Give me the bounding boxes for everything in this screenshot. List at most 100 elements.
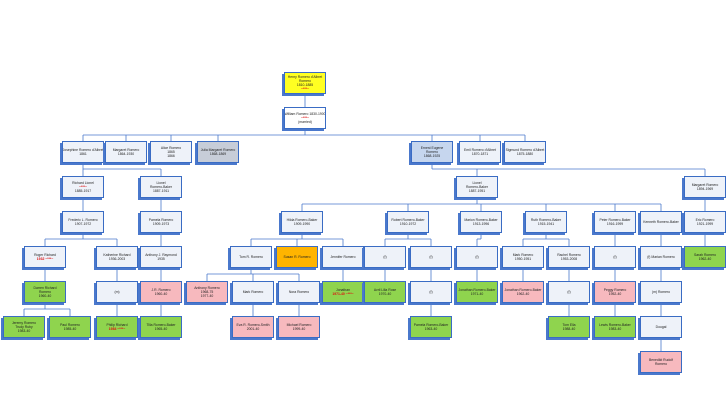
person-node-text: Frederic L. Romero xyxy=(68,217,98,222)
person-node-text: 1865 xyxy=(167,149,175,154)
person-node-text: (m) Romero xyxy=(651,289,671,294)
person-node[interactable]: William Romero 1830-1900~***~(married) xyxy=(284,107,326,129)
person-node[interactable]: Kenneth Romero-Baker xyxy=(640,211,682,233)
person-node-text: Philip Richard xyxy=(106,322,128,327)
person-node-text: Henry Romero d'Albret xyxy=(287,74,323,79)
person-node[interactable]: Susan R. Romero xyxy=(276,246,318,268)
person-node-text: Pamela Romero-Baker xyxy=(413,322,449,327)
person-node-text: 1936-2003 xyxy=(108,257,126,261)
person-node-text: Marion Romero-Baker xyxy=(464,217,498,222)
person-node[interactable]: (f) xyxy=(594,246,636,268)
person-node-text: Julia Margaret Romero xyxy=(200,147,236,152)
person-node-text: Tom Ella xyxy=(562,322,576,327)
person-node-text: 1983-40 xyxy=(17,329,31,334)
person-node-text: Roger Richard xyxy=(34,252,56,257)
person-node-text: Jonathan xyxy=(336,287,350,292)
person-node-text: 1963-40 xyxy=(424,327,438,331)
person-node[interactable]: Mark Romero xyxy=(232,281,274,303)
person-node-text: Peggy Romero xyxy=(603,287,627,292)
person-node-text: 1868-1869 xyxy=(209,152,227,156)
person-node-text: 1921-1999 xyxy=(696,222,714,226)
person-node[interactable]: (f) xyxy=(410,281,452,303)
person-node-text: 1999-40 xyxy=(292,327,306,331)
person-node-text: 1935 xyxy=(157,257,165,261)
person-node-text: 1810-1885 xyxy=(296,83,314,87)
person-node-text: 1977-40 xyxy=(200,294,214,299)
person-node-text: (f) xyxy=(429,254,433,259)
person-node-text: Margaret Romero xyxy=(112,147,140,152)
person-node-text: ~***~ xyxy=(301,115,309,120)
person-node-text: Emil Romero d'Albret xyxy=(464,147,496,152)
person-node[interactable]: Tom R. Romero xyxy=(230,246,272,268)
person-node-text: 1932 ~***~ xyxy=(36,257,54,261)
person-node-text: (f) xyxy=(567,289,571,294)
person-node[interactable]: (f) xyxy=(548,281,590,303)
person-node[interactable]: (m) Romero xyxy=(640,281,682,303)
person-node-text: Pamela Romero xyxy=(148,217,174,222)
person-node[interactable]: Nora Romero xyxy=(278,281,320,303)
person-node-text: Romero-Baker xyxy=(465,184,489,189)
person-node-text: Romero xyxy=(654,362,668,366)
person-node-text: 1909-1990 xyxy=(293,222,311,226)
person-node[interactable]: Dougal xyxy=(640,316,682,338)
person-node-text: Peter Romero-Baker xyxy=(599,217,631,222)
person-node-text: Eva R. Romero-Smith xyxy=(236,322,270,327)
person-node-text: Lionel xyxy=(472,180,482,185)
person-node[interactable]: (m) xyxy=(96,281,138,303)
person-node[interactable]: (f) Marian Romero xyxy=(640,246,682,268)
person-node-text: Mark Romero xyxy=(512,252,534,257)
person-node[interactable]: (f) xyxy=(456,246,498,268)
person-node[interactable]: Richard Lionel~***~1885-1917 xyxy=(62,176,104,198)
person-node-text: 1953-2008 xyxy=(560,257,578,261)
person-node[interactable]: (f) xyxy=(364,246,406,268)
person-node[interactable]: (f) xyxy=(410,246,452,268)
person-node[interactable]: Jennifer Romero xyxy=(322,246,364,268)
person-node-text: (f) xyxy=(613,254,617,259)
